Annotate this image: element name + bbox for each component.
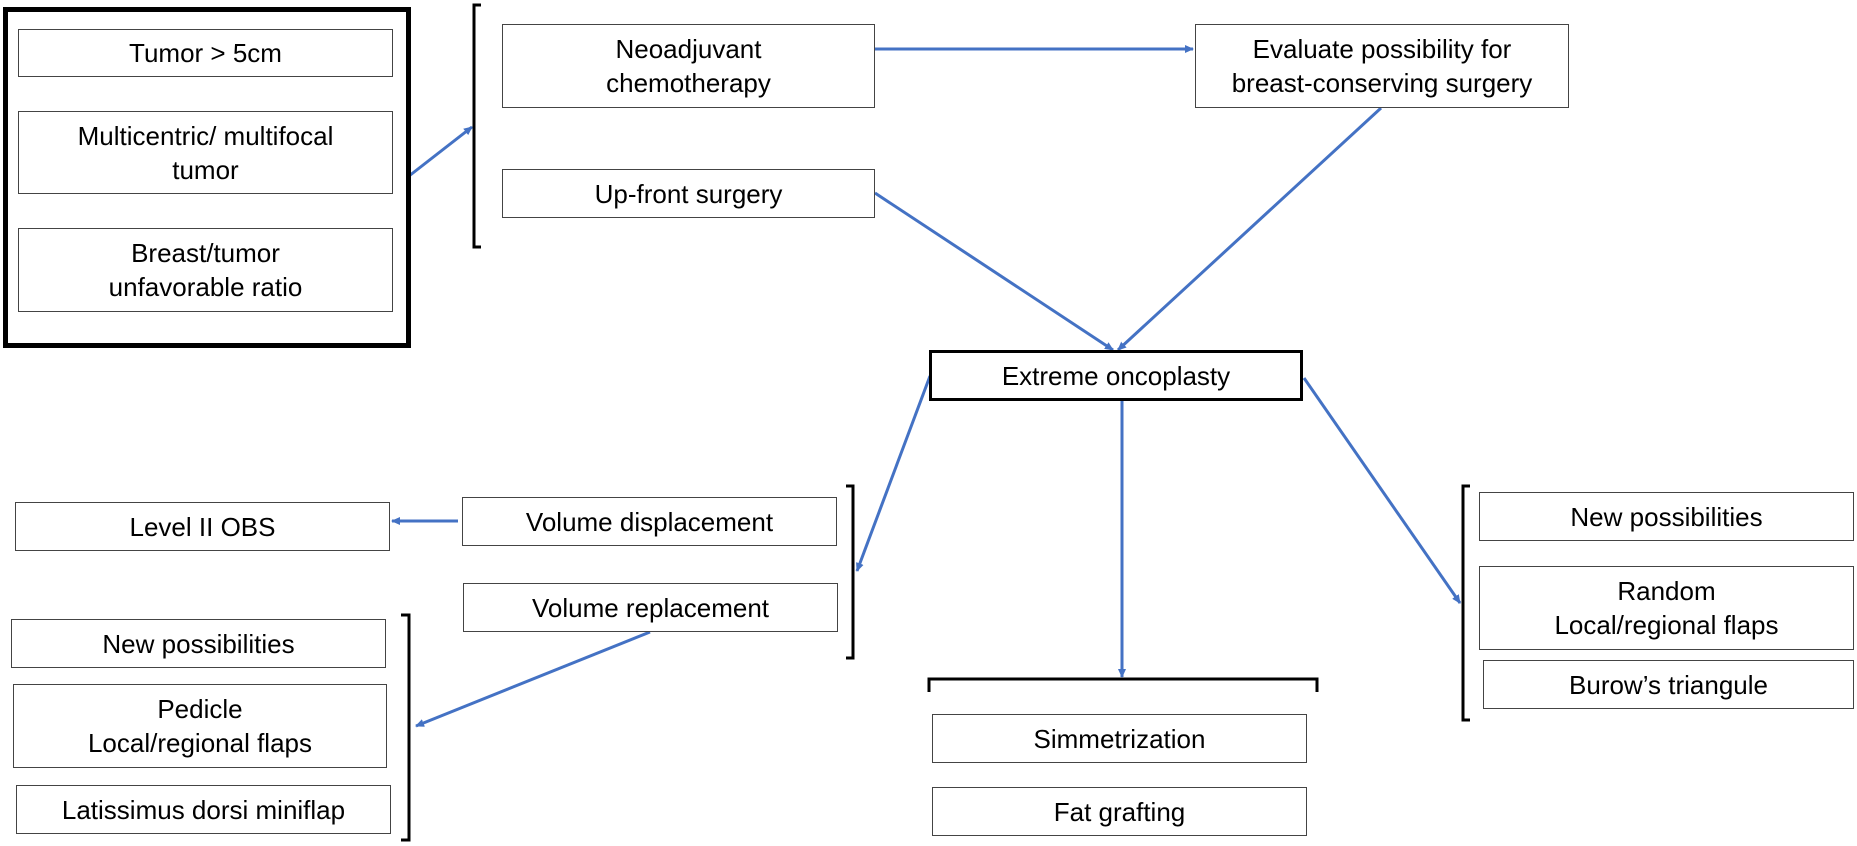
arrow-replacement-to-left-options: [415, 630, 651, 728]
upfront-surgery-box: Up-front surgery: [502, 169, 875, 218]
evaluate-bcs-label: Evaluate possibility for breast-conservi…: [1231, 34, 1533, 98]
volume-displacement-box: Volume displacement: [462, 497, 837, 546]
arrow-criteria-to-pathways: [408, 125, 473, 178]
bracket-pathways: [472, 3, 481, 249]
latissimus-dorsi-label: Latissimus dorsi miniflap: [61, 794, 346, 825]
neoadjuvant-chemotherapy-label: Neoadjuvant chemotherapy: [606, 34, 771, 98]
latissimus-dorsi-box: Latissimus dorsi miniflap: [16, 785, 391, 834]
extreme-oncoplasty-box: Extreme oncoplasty: [929, 350, 1303, 401]
burow-triangle-label: Burow’s triangule: [1569, 669, 1768, 700]
left-new-possibilities-box: New possibilities: [11, 619, 386, 668]
upfront-surgery-label: Up-front surgery: [594, 178, 783, 209]
level-ii-obs-label: Level II OBS: [129, 511, 276, 542]
neoadjuvant-chemotherapy-box: Neoadjuvant chemotherapy: [502, 24, 875, 108]
pedicle-flaps-box: Pedicle Local/regional flaps: [13, 684, 387, 768]
burow-triangle-box: Burow’s triangule: [1483, 660, 1854, 709]
arrow-extreme-to-right: [1302, 377, 1462, 604]
extreme-oncoplasty-label: Extreme oncoplasty: [1001, 360, 1231, 391]
arrow-extreme-to-volume: [855, 375, 932, 572]
evaluate-bcs-box: Evaluate possibility for breast-conservi…: [1195, 24, 1569, 108]
criteria-tumor-size-label: Tumor > 5cm: [129, 38, 282, 68]
right-new-possibilities-label: New possibilities: [1570, 501, 1763, 532]
simmetrization-box: Simmetrization: [932, 714, 1307, 763]
bracket-volume: [846, 484, 855, 660]
volume-replacement-label: Volume replacement: [531, 592, 770, 623]
bracket-left-options: [401, 613, 411, 842]
criteria-multicentric-label: Multicentric/ multifocal tumor: [77, 120, 334, 185]
arrow-upfront-to-extreme: [874, 191, 1114, 352]
level-ii-obs-box: Level II OBS: [15, 502, 390, 551]
pedicle-flaps-label: Pedicle Local/regional flaps: [87, 694, 313, 758]
volume-displacement-label: Volume displacement: [525, 506, 774, 537]
criteria-frame: [3, 7, 411, 348]
volume-replacement-box: Volume replacement: [463, 583, 838, 632]
criteria-tumor-size: Tumor > 5cm: [18, 29, 393, 77]
fat-grafting-label: Fat grafting: [1053, 796, 1186, 827]
random-flaps-box: Random Local/regional flaps: [1479, 566, 1854, 650]
left-new-possibilities-label: New possibilities: [102, 628, 295, 659]
fat-grafting-box: Fat grafting: [932, 787, 1307, 836]
bracket-right-options: [1461, 484, 1470, 722]
random-flaps-label: Random Local/regional flaps: [1554, 576, 1779, 640]
criteria-ratio: Breast/tumor unfavorable ratio: [18, 228, 393, 312]
right-new-possibilities-box: New possibilities: [1479, 492, 1854, 541]
simmetrization-label: Simmetrization: [1033, 723, 1206, 754]
arrow-evaluate-to-extreme: [1116, 106, 1383, 352]
criteria-ratio-label: Breast/tumor unfavorable ratio: [108, 238, 303, 302]
bracket-middle-options: [927, 677, 1319, 692]
criteria-multicentric: Multicentric/ multifocal tumor: [18, 111, 393, 194]
